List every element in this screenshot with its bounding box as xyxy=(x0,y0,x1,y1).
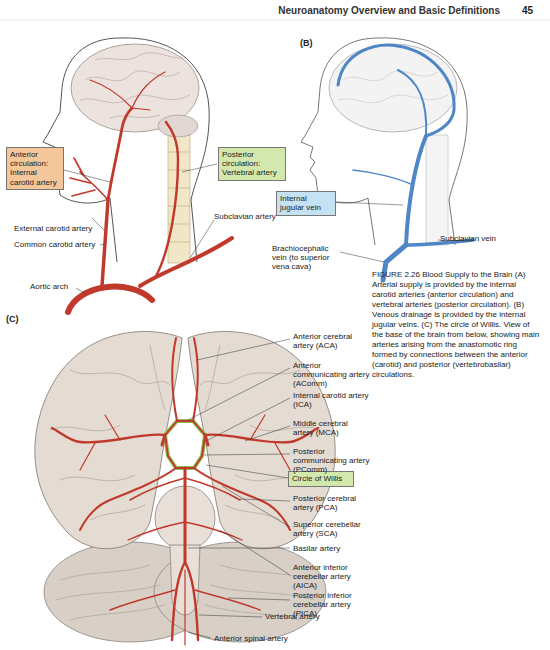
box-text: Circle of Willis xyxy=(292,474,350,483)
box-text: Internal jugular vein xyxy=(280,194,332,212)
head-arterial xyxy=(43,38,232,312)
box-text: Anterior circulation: Internal carotid a… xyxy=(10,150,60,187)
page-header: Neuroanatomy Overview and Basic Definiti… xyxy=(230,5,500,17)
head-venous xyxy=(301,38,473,280)
artery-label: Anterior cerebral artery (ACA) xyxy=(293,332,369,350)
artery-label: Subclavian artery xyxy=(214,212,292,221)
artery-label: Middle cerebral artery (MCA) xyxy=(293,419,369,437)
figure-caption: FIGURE 2.26 Blood Supply to the Brain (A… xyxy=(372,270,542,380)
posterior-circulation-box: Posterior circulation: Vertebral artery xyxy=(218,147,286,181)
page-number: 45 xyxy=(522,5,546,17)
artery-label: Posterior communicating artery (PComm) xyxy=(293,447,375,475)
artery-label: Anterior inferior cerebellar artery (AIC… xyxy=(293,563,373,591)
jugular-vein-box: Internal jugular vein xyxy=(276,191,336,216)
anterior-circulation-box: Anterior circulation: Internal carotid a… xyxy=(6,147,64,190)
panel-letter: (B) xyxy=(300,38,330,48)
artery-label: Aortic arch xyxy=(30,282,78,291)
panel-letter: (C) xyxy=(6,314,36,324)
artery-label: Internal carotid artery (ICA) xyxy=(293,391,369,409)
artery-label: Common carotid artery xyxy=(14,240,102,249)
artery-label: Basilar artery xyxy=(293,544,369,553)
artery-label: Anterior spinal artery xyxy=(214,634,314,643)
artery-label: External carotid artery xyxy=(14,224,106,233)
artery-label: Vertebral artery xyxy=(265,612,345,621)
box-text: Posterior circulation: Vertebral artery xyxy=(222,150,282,178)
artery-label: Anterior communicating artery (AComm) xyxy=(293,361,373,389)
vein-label: Brachiocephalic vein (to superior vena c… xyxy=(272,244,342,272)
artery-label: Posterior cerebral artery (PCA) xyxy=(293,494,369,512)
brain-base xyxy=(35,331,335,645)
vein-label: Subclavian vein xyxy=(440,234,510,243)
artery-label: Superior cerebellar artery (SCA) xyxy=(293,520,369,538)
